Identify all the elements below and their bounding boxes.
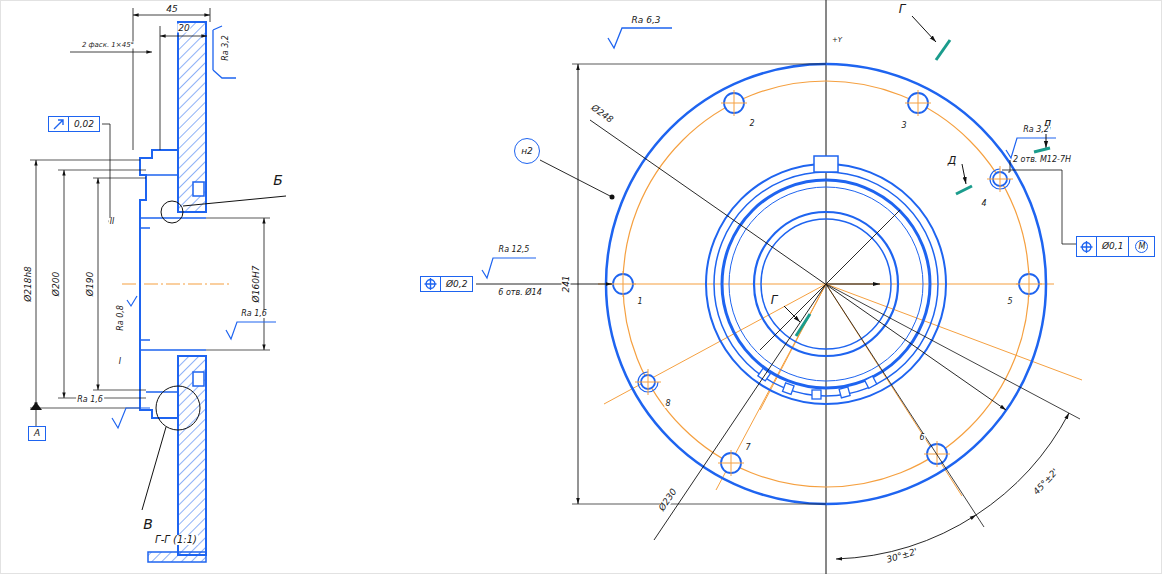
hole-number: 2	[748, 120, 755, 128]
dimension-label: 20	[177, 24, 190, 33]
dimension-label: Ø160H7	[252, 265, 261, 304]
dimension-label: Ø218h8	[24, 265, 33, 303]
roughness-label: Ra 6,3	[631, 16, 662, 25]
hole-number: 4	[980, 200, 987, 208]
position-symbol	[424, 278, 437, 290]
dimension-label: Ø248	[589, 103, 616, 125]
hole-number: 6	[918, 434, 925, 442]
frame-text: М	[1135, 240, 1148, 253]
hole-number: 8	[664, 400, 671, 408]
dimension-label: 45	[165, 5, 178, 14]
dimension-label: Г	[770, 294, 779, 306]
roughness-label: Ra 1,6	[240, 310, 268, 318]
dimension-label: Б	[272, 173, 284, 187]
frame-text: А	[29, 427, 45, 440]
modifier-cell: М	[1128, 237, 1154, 256]
dimension-label: 6 отв. Ø14	[497, 289, 542, 297]
dimension-label: Ø230	[657, 487, 679, 514]
datum-box: А	[28, 426, 46, 441]
dimension-label: Ø190	[86, 271, 95, 297]
roughness-label: Ra 1,6	[76, 396, 104, 404]
runout-symbol	[52, 118, 65, 130]
frame-text: Ø0,2	[440, 277, 472, 291]
dimension-label: 2 отв. М12-7Н	[1012, 156, 1072, 164]
dimension-label: 30°±2'	[885, 547, 920, 565]
roughness-label: Ra 3,2	[1022, 126, 1050, 134]
hole-number: 3	[900, 122, 907, 130]
hole-number: 5	[1006, 298, 1013, 306]
roughness-label: Ra 3,2	[222, 34, 230, 62]
dimension-label: +Y	[831, 37, 843, 44]
position-symbol	[1080, 241, 1093, 253]
dimension-label: В	[142, 517, 154, 531]
section-caption: Г-Г (1:1)	[154, 535, 198, 545]
callout-circle: н2	[514, 138, 540, 164]
tolerance-frame: 0,02	[48, 116, 100, 132]
symbol-cell	[1077, 237, 1096, 256]
symbol-cell	[421, 277, 440, 291]
dimension-label: Г	[898, 3, 907, 15]
dimension-label: I	[118, 358, 122, 366]
callout-number: н2	[521, 147, 533, 156]
dimension-label: Ø200	[52, 271, 61, 297]
hole-number: 1	[636, 298, 643, 306]
dimension-label: 2 фаск. 1×45°	[81, 42, 135, 49]
dimension-label: 45°±2'	[1031, 467, 1061, 498]
roughness-label: Ra 12,5	[498, 246, 531, 254]
symbol-cell	[49, 117, 68, 131]
hole-number: 7	[744, 444, 751, 452]
section-view	[30, 8, 286, 562]
front-view	[476, 0, 1082, 574]
roughness-label: Ra 0,8	[117, 304, 125, 332]
dimension-label: Д	[947, 155, 958, 166]
frame-text: Ø0,1	[1096, 237, 1128, 256]
dimension-label: II	[109, 218, 116, 226]
tolerance-frame: Ø0,2	[420, 276, 473, 292]
tolerance-frame: Ø0,1 М	[1076, 236, 1155, 257]
frame-text: 0,02	[68, 117, 99, 131]
dimension-label: 241	[562, 274, 571, 293]
